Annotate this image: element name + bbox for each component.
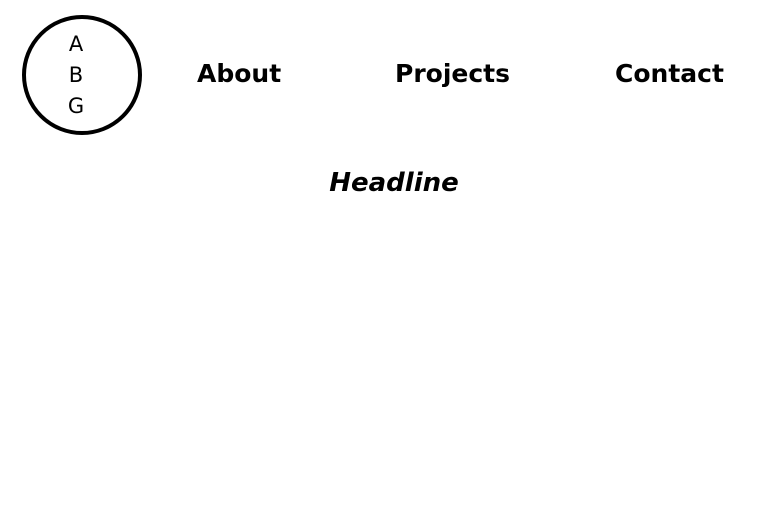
nav-link-contact[interactable]: Contact (615, 59, 724, 88)
headline: Headline (329, 168, 459, 198)
logo[interactable]: A B G (22, 15, 142, 135)
logo-letter-g: G (67, 93, 85, 118)
nav-link-about[interactable]: About (197, 59, 282, 88)
logo-letter-a: A (68, 31, 84, 56)
logo-letter-b: B (68, 62, 84, 87)
nav-link-projects[interactable]: Projects (395, 59, 511, 88)
